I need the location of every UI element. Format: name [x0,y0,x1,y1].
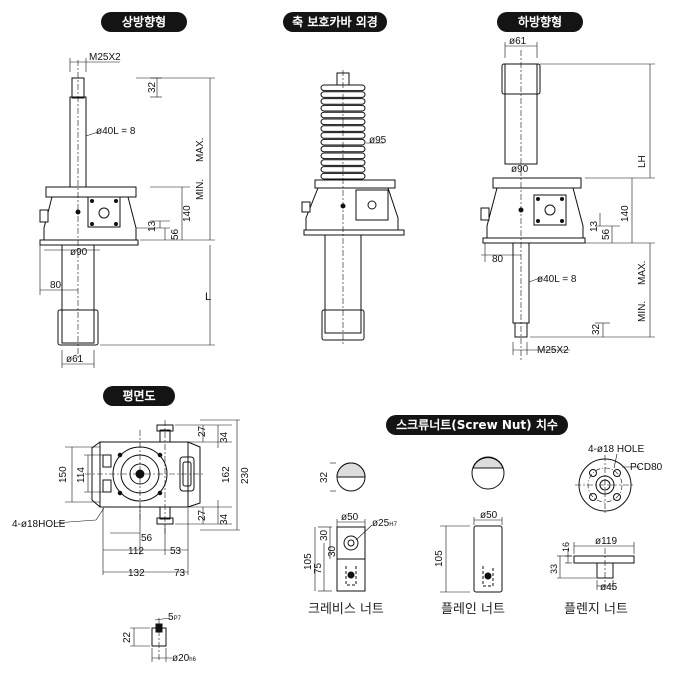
plain-nut-top-view [471,456,505,490]
dim-80-inverted: 80 [492,254,504,265]
caption-flange-nut: 플렌지 너트 [564,602,628,617]
tube-end-cap [57,309,99,346]
heading-boot-cover: 축 보호카바 외경 [283,12,387,32]
plan-housing-outline [99,441,189,508]
boot-input-flange [355,189,389,221]
dim-22-shaft: 22 [122,631,133,643]
housing-top-plate [45,186,137,198]
dim-d95-boot: ø95 [369,135,387,146]
boot-gearbox-housing [305,187,399,231]
heading-plan-view: 평면도 [103,386,175,406]
inverted-jack-view: ø61 ø90 LH 140 56 13 MAX. MIN. 32 80 ø40… [480,36,655,360]
boot-cover-view: ø95 [301,70,405,345]
plain-nut-side-view [473,525,503,593]
flange-nut-plate [573,555,635,564]
heading-upright-type: 상방향형 [101,12,187,32]
plain-nut-drawing: ø50 105 [434,456,505,593]
dim-shaft-diameter: ø20h6 [172,653,197,664]
dim-32-upright: 32 [147,81,158,93]
input-shaft-detail: 5P7 22 ø20h6 [122,612,197,664]
dim-53: 53 [170,546,182,557]
bellows-fold [320,111,366,119]
protection-tube [61,244,95,344]
dim-d50-plain: ø50 [480,510,498,521]
dim-d61-upright: ø61 [66,354,84,365]
dim-13-inverted: 13 [589,220,600,232]
dim-4-hole-flange: 4-ø18 HOLE [588,444,644,455]
dim-d90-upright: ø90 [70,247,88,258]
dim-140-upright: 140 [182,205,193,222]
dim-30a-clevis: 30 [319,529,330,541]
dim-150: 150 [58,466,69,483]
inverted-input-flange [533,194,567,226]
inverted-thread-end [514,322,528,338]
dim-pcd: PCD80 [630,462,663,473]
flange-nut-drawing: 4-ø18 HOLE PCD80 ø119 16 33 ø45 [549,444,663,593]
dim-key-width: 5P7 [168,612,182,623]
clevis-nut-drawing: 32 ø50 ø25H7 105 75 30 30 [303,462,398,592]
dim-d40-upright: ø40L = 8 [96,126,136,137]
upright-jack-view: M25X2 32 ø40L = 8 MAX. MIN. 140 56 13 L … [39,52,215,368]
dim-32-inverted: 32 [591,323,602,335]
dim-d50-clevis: ø50 [341,512,359,523]
plan-view: 27 34 27 34 162 230 150 114 4-ø18HOLE 56… [12,419,251,579]
caption-plain-nut: 플레인 너트 [441,602,505,617]
dim-56-inverted: 56 [601,228,612,240]
dim-105-plain: 105 [434,550,445,567]
dim-d119: ø119 [595,536,617,547]
dim-max-upright: MAX. [195,138,206,162]
dim-d40-inverted: ø40L = 8 [537,274,577,285]
dim-80-upright: 80 [50,280,62,291]
dim-thread-inverted: M25X2 [537,345,569,356]
dim-d45: ø45 [600,582,618,593]
dim-30b-clevis: 30 [327,545,338,557]
gearbox-housing [43,196,137,241]
heading-screw-nut-dimensions: 스크류너트(Screw Nut) 치수 [386,415,568,435]
dim-d61-inverted: ø61 [509,36,527,47]
dim-min-upright: MIN. [195,179,206,200]
caption-clevis-nut: 크레비스 너트 [308,602,384,617]
dim-73: 73 [174,568,186,579]
dim-max-inverted: MAX. [637,261,648,285]
dim-4-hole-plan: 4-ø18HOLE [12,519,66,530]
dim-L-upright: L [205,291,211,303]
dim-27-top: 27 [197,425,208,437]
dim-d90-inverted: ø90 [511,164,529,175]
input-flange [87,196,121,228]
dim-56-plan: 56 [141,533,153,544]
dim-34-top: 34 [219,431,230,443]
dim-105-clevis: 105 [303,553,314,570]
dim-d25-clevis: ø25H7 [372,518,398,529]
housing-base [39,239,139,246]
dim-112: 112 [128,546,144,557]
dim-34-bottom: 34 [219,513,230,525]
dim-13-upright: 13 [147,220,158,232]
dim-16-flange: 16 [561,542,571,552]
dim-min-inverted: MIN. [637,301,648,322]
heading-inverted-type: 하방향형 [497,12,583,32]
dim-thread-upright: M25X2 [89,52,121,63]
dim-75-clevis: 75 [313,562,324,574]
dim-114: 114 [76,467,87,483]
dim-132: 132 [128,568,145,579]
dim-27-bottom: 27 [197,509,208,521]
dim-162: 162 [221,466,232,483]
dim-56-upright: 56 [170,228,181,240]
dim-32-clevis: 32 [319,471,330,483]
dim-140-inverted: 140 [620,205,631,222]
dim-230: 230 [240,467,251,484]
dim-33-flange: 33 [549,564,559,574]
dim-LH-inverted: LH [637,155,648,168]
